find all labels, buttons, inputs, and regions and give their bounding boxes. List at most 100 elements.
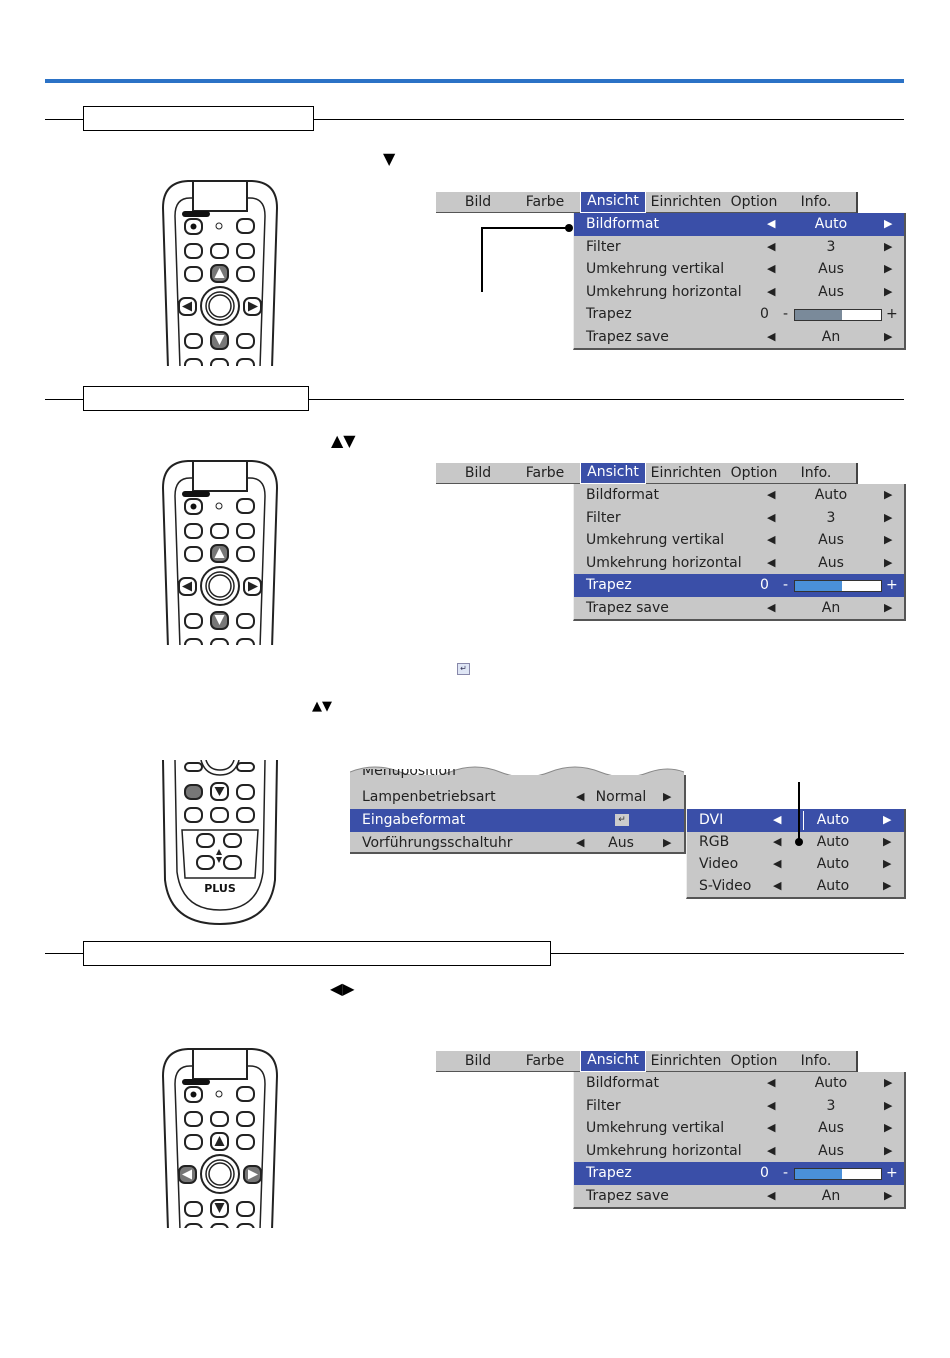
menu-row-eingabeformat[interactable]: Eingabeformat ↵ (350, 809, 684, 832)
arrow-left-icon[interactable]: ◀ (767, 555, 776, 569)
menu-row-trapez-save[interactable]: Trapez save ◀ An ▶ (574, 597, 904, 620)
arrow-right-icon[interactable]: ▶ (884, 217, 893, 230)
section-line-1 (45, 119, 904, 120)
tab-ansicht[interactable]: Ansicht (580, 191, 646, 213)
tab-bild[interactable]: Bild (464, 465, 492, 481)
tab-info[interactable]: Info. (800, 1053, 832, 1069)
tab-bild[interactable]: Bild (464, 194, 492, 210)
menu-row-filter[interactable]: Filter ◀ 3 ▶ (574, 1095, 904, 1118)
submenu-row-video[interactable]: Video ◀ Auto ▶ (687, 853, 904, 876)
menu-row-trapez[interactable]: Trapez 0 - + (574, 574, 904, 597)
arrow-right-icon[interactable]: ▶ (884, 510, 893, 524)
tab-ansicht[interactable]: Ansicht (580, 462, 646, 484)
tab-einrichten[interactable]: Einrichten (650, 465, 722, 481)
arrow-right-icon[interactable]: ▶ (884, 1098, 893, 1112)
arrow-left-icon[interactable]: ◀ (767, 1188, 776, 1202)
menu-row-umkehrung-horizontal[interactable]: Umkehrung horizontal ◀ Aus ▶ (574, 552, 904, 575)
menu-row-umkehrung-vertikal[interactable]: Umkehrung vertikal ◀ Aus ▶ (574, 1117, 904, 1140)
ansicht-menu-panel-3: Bildformat ◀ Auto ▶ Filter ◀ 3 ▶ Umkehru… (573, 1072, 906, 1209)
arrow-left-icon[interactable]: ◀ (773, 835, 782, 848)
arrow-right-icon[interactable]: ▶ (663, 790, 672, 803)
arrow-right-icon[interactable]: ▶ (884, 329, 893, 343)
trapez-slider[interactable] (794, 580, 882, 592)
arrow-left-icon[interactable]: ◀ (767, 533, 776, 546)
arrow-right-icon[interactable]: ▶ (884, 1076, 893, 1089)
tab-farbe[interactable]: Farbe (525, 194, 565, 210)
step3-arrow-icon: ▲▼ (312, 699, 332, 714)
tab-info[interactable]: Info. (800, 465, 832, 481)
tab-ansicht[interactable]: Ansicht (580, 1050, 646, 1072)
arrow-right-icon[interactable]: ▶ (884, 1121, 893, 1134)
menu-row-umkehrung-vertikal[interactable]: Umkehrung vertikal ◀ Aus ▶ (574, 529, 904, 552)
arrow-left-icon[interactable]: ◀ (767, 329, 776, 343)
arrow-left-icon[interactable]: ◀ (576, 836, 585, 849)
tab-option[interactable]: Option (730, 465, 778, 481)
menu-row-umkehrung-horizontal[interactable]: Umkehrung horizontal ◀ Aus ▶ (574, 281, 904, 304)
arrow-left-icon[interactable]: ◀ (767, 217, 776, 230)
arrow-right-icon[interactable]: ▶ (884, 284, 893, 298)
menu-row-bildformat[interactable]: Bildformat ◀ Auto ▶ (574, 213, 904, 236)
tab-bild[interactable]: Bild (464, 1053, 492, 1069)
menu-row-bildformat[interactable]: Bildformat ◀ Auto ▶ (574, 1072, 904, 1095)
submenu-row-rgb[interactable]: RGB ◀ Auto ▶ (687, 831, 904, 854)
menu-row-umkehrung-horizontal[interactable]: Umkehrung horizontal ◀ Aus ▶ (574, 1140, 904, 1163)
trapez-slider[interactable] (794, 309, 882, 321)
arrow-right-icon[interactable]: ▶ (884, 1143, 893, 1157)
menu-row-bildformat[interactable]: Bildformat ◀ Auto ▶ (574, 484, 904, 507)
arrow-left-icon[interactable]: ◀ (767, 600, 776, 614)
callout-line-1 (481, 224, 573, 292)
menu-row-menuposition[interactable]: Menüposition (362, 769, 456, 779)
tab-option[interactable]: Option (730, 1053, 778, 1069)
menu-row-trapez-save[interactable]: Trapez save ◀ An ▶ (574, 326, 904, 349)
arrow-left-icon[interactable]: ◀ (767, 488, 776, 501)
arrow-right-icon[interactable]: ▶ (884, 600, 893, 614)
arrow-right-icon[interactable]: ▶ (884, 555, 893, 569)
submenu-row-s-video[interactable]: S-Video ◀ Auto ▶ (687, 875, 904, 898)
submenu-row-dvi[interactable]: DVI ◀ Auto ▶ (687, 809, 904, 832)
tab-farbe[interactable]: Farbe (525, 465, 565, 481)
menu-row-trapez[interactable]: Trapez 0 - + (586, 306, 898, 322)
ansicht-menu-panel-2: Bildformat ◀ Auto ▶ Filter ◀ 3 ▶ Umkehru… (573, 484, 906, 621)
step4-arrow-icon: ◀▶ (330, 979, 355, 998)
section-box-2 (83, 386, 309, 411)
menu-row-trapez[interactable]: Trapez 0 - + (574, 1162, 904, 1185)
menu-row-filter[interactable]: Filter ◀ 3 ▶ (574, 507, 904, 530)
arrow-left-icon[interactable]: ◀ (773, 857, 782, 870)
arrow-right-icon[interactable]: ▶ (883, 813, 892, 826)
arrow-left-icon[interactable]: ◀ (767, 262, 776, 275)
tab-option[interactable]: Option (730, 194, 778, 210)
step1-arrow-icon: ▼ (383, 149, 396, 168)
arrow-left-icon[interactable]: ◀ (767, 1121, 776, 1134)
arrow-right-icon[interactable]: ▶ (883, 879, 892, 892)
arrow-left-icon[interactable]: ◀ (576, 790, 585, 803)
remote-control-bottom: PLUS (162, 760, 278, 926)
menu-row-trapez-save[interactable]: Trapez save ◀ An ▶ (574, 1185, 904, 1208)
arrow-left-icon[interactable]: ◀ (773, 813, 782, 826)
menu-row-lampenbetriebsart[interactable]: Lampenbetriebsart ◀ Normal ▶ (350, 786, 684, 810)
arrow-left-icon[interactable]: ◀ (773, 879, 782, 892)
section-box-3 (83, 941, 551, 966)
tab-farbe[interactable]: Farbe (525, 1053, 565, 1069)
tab-info[interactable]: Info. (800, 194, 832, 210)
arrow-right-icon[interactable]: ▶ (884, 1188, 893, 1202)
arrow-right-icon[interactable]: ▶ (663, 836, 672, 849)
arrow-right-icon[interactable]: ▶ (884, 262, 893, 275)
remote-control-top-2 (161, 460, 279, 648)
arrow-right-icon[interactable]: ▶ (884, 239, 893, 253)
tab-einrichten[interactable]: Einrichten (650, 1053, 722, 1069)
menu-row-umkehrung-vertikal[interactable]: Umkehrung vertikal ◀ Aus ▶ (574, 258, 904, 281)
trapez-slider[interactable] (794, 1168, 882, 1180)
arrow-left-icon[interactable]: ◀ (767, 284, 776, 298)
arrow-left-icon[interactable]: ◀ (767, 239, 776, 253)
arrow-left-icon[interactable]: ◀ (767, 1076, 776, 1089)
arrow-left-icon[interactable]: ◀ (767, 1143, 776, 1157)
tab-einrichten[interactable]: Einrichten (650, 194, 722, 210)
arrow-right-icon[interactable]: ▶ (884, 488, 893, 501)
arrow-right-icon[interactable]: ▶ (883, 857, 892, 870)
menu-row-filter[interactable]: Filter ◀ 3 ▶ (574, 236, 904, 259)
arrow-right-icon[interactable]: ▶ (883, 835, 892, 848)
menu-row-vorfuehrungsschaltuhr[interactable]: Vorführungsschaltuhr ◀ Aus ▶ (350, 832, 684, 855)
arrow-right-icon[interactable]: ▶ (884, 533, 893, 546)
arrow-left-icon[interactable]: ◀ (767, 1098, 776, 1112)
arrow-left-icon[interactable]: ◀ (767, 510, 776, 524)
